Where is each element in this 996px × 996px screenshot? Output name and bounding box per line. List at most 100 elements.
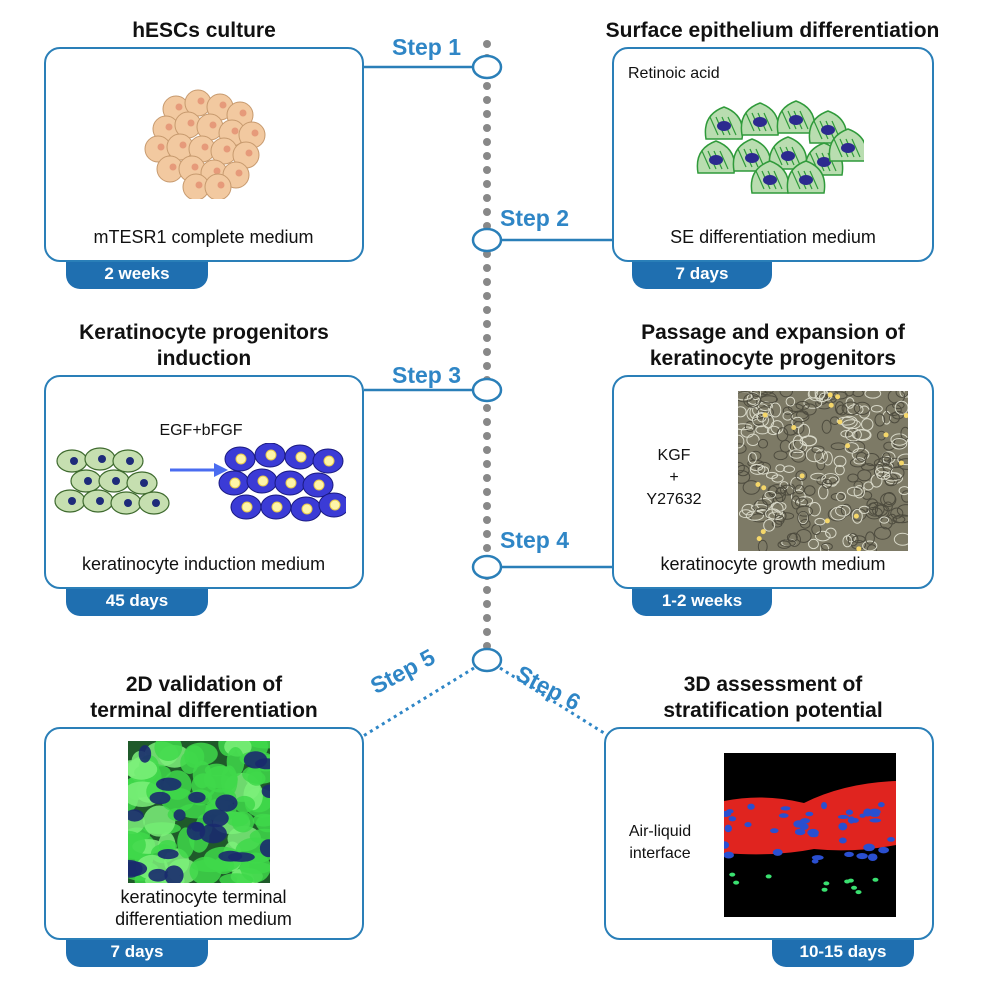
micrograph-cell (801, 403, 817, 416)
micrograph-highlight (883, 432, 889, 438)
step-5-medium: keratinocyte terminal differentiation me… (46, 886, 361, 930)
stem-cell-nucleus (245, 149, 253, 157)
keratinocyte-nucleus (257, 475, 269, 487)
se-filament (813, 120, 823, 140)
micrograph-cell (874, 526, 892, 540)
stem-cell-nucleus (219, 101, 227, 109)
micrograph-nucleus (838, 837, 847, 844)
se-cell-nucleus (717, 121, 731, 131)
timeline-dot (483, 446, 491, 454)
micrograph-nucleus (805, 811, 814, 817)
micrograph-nucleus (149, 791, 171, 805)
micrograph-cell (846, 486, 863, 497)
micrograph-nucleus (188, 791, 206, 803)
micrograph-cell (851, 429, 871, 441)
micrograph-highlight (856, 546, 862, 551)
progenitor-nucleus (96, 497, 104, 505)
stem-cell-nucleus (179, 141, 187, 149)
micrograph-nucleus (724, 841, 730, 849)
micrograph-green-cell (847, 878, 854, 883)
micrograph-cell (897, 453, 908, 466)
micrograph-cell (143, 805, 176, 837)
micrograph-nucleus (778, 813, 789, 818)
micrograph-nucleus (157, 849, 179, 860)
micrograph-cell (808, 538, 819, 550)
step-3-node (471, 377, 503, 403)
se-filament (773, 170, 783, 190)
micrograph-cell (128, 830, 146, 859)
stem-cell-nucleus (165, 123, 173, 131)
micrograph-cell (740, 426, 755, 438)
micrograph-nucleus (877, 802, 885, 808)
timeline-dot (483, 96, 491, 104)
step-3-medium: keratinocyte induction medium (81, 554, 326, 574)
micrograph-nucleus (128, 859, 143, 878)
micrograph-cell (853, 401, 871, 415)
step-4-title-line-1: Passage and expansion of (641, 321, 905, 344)
micrograph-nucleus (261, 784, 270, 799)
micrograph-cell (128, 758, 158, 780)
micrograph-cell (895, 391, 908, 398)
step-4-medium: keratinocyte growth medium (660, 554, 886, 574)
micrograph-cell (847, 533, 859, 547)
micrograph-nucleus (202, 809, 229, 828)
micrograph-cell (755, 425, 770, 435)
step-5-connector (359, 666, 475, 740)
micrograph-cell (893, 532, 908, 546)
step-5-title: 2D validation of terminal differentiatio… (44, 672, 364, 724)
timeline-dot (483, 110, 491, 118)
micrograph-nucleus (772, 848, 783, 856)
se-cell-nucleus (745, 153, 759, 163)
micrograph-cell (795, 470, 808, 482)
micrograph-cell (753, 499, 769, 515)
micrograph-green-cell (821, 887, 828, 892)
micrograph-cell (822, 451, 833, 466)
step-6-title-line-2: stratification potential (663, 699, 883, 722)
step-2-duration-tab: 7 days (632, 259, 772, 289)
timeline-dot (483, 194, 491, 202)
micrograph-cell (783, 424, 798, 436)
micrograph-cell (738, 470, 751, 484)
micrograph-cell (743, 393, 762, 408)
micrograph-cell (861, 491, 873, 500)
step-4-panel: KGF + Y27632 keratinocyte growth medium (612, 375, 934, 589)
micrograph-cell (821, 542, 833, 551)
timeline-dot (483, 320, 491, 328)
micrograph-cell (758, 401, 773, 411)
stem-cell-nucleus (251, 129, 259, 137)
micrograph-cell (746, 433, 760, 447)
micrograph-nucleus (724, 810, 732, 817)
micrograph-nucleus (856, 852, 868, 860)
micrograph-cell (814, 449, 828, 464)
step-5-title-line-2: terminal differentiation (90, 699, 318, 722)
se-cell-nucleus (799, 175, 813, 185)
se-filament (791, 146, 801, 166)
stem-cell-nucleus (191, 163, 199, 171)
micrograph-cell (749, 463, 766, 475)
progenitor-nucleus (126, 457, 134, 465)
micrograph-nucleus (148, 868, 168, 882)
micrograph-green-cell (765, 874, 772, 879)
micrograph-cell (233, 795, 256, 813)
se-filament (755, 170, 765, 190)
micrograph-cell (769, 402, 782, 418)
se-cell-nucleus (841, 143, 855, 153)
progenitor-nucleus (124, 499, 132, 507)
micrograph-highlight (903, 413, 908, 419)
micrograph-cell (855, 452, 868, 462)
step-1-label: Step 1 (392, 34, 462, 60)
micrograph-nucleus (844, 851, 854, 858)
micrograph-nucleus (821, 801, 828, 810)
progenitor-nucleus (112, 477, 120, 485)
step-4-factor-line-1: KGF (657, 447, 691, 464)
stem-cell-nucleus (197, 97, 205, 105)
micrograph-cell (862, 540, 878, 551)
step-6-title: 3D assessment of stratification potentia… (612, 672, 934, 724)
micrograph-cell (841, 401, 861, 416)
se-filament (781, 110, 791, 130)
se-cell-nucleus (763, 175, 777, 185)
micrograph-cell (773, 450, 788, 461)
micrograph-cell (794, 497, 809, 508)
stem-cell-nucleus (157, 143, 165, 151)
micrograph-cell (858, 405, 871, 419)
